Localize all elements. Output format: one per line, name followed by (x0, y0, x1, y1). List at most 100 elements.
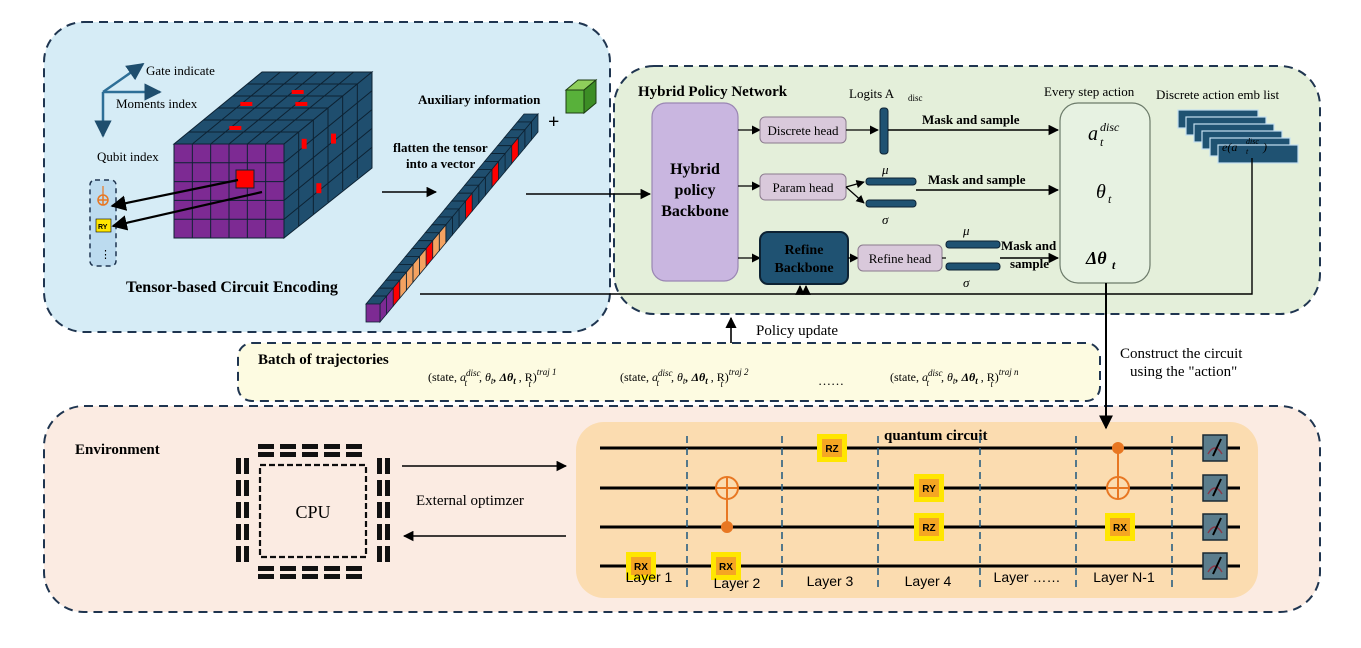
cpu-pin (324, 452, 340, 457)
gate-inner (1110, 518, 1130, 536)
cnot1-control-dot (721, 521, 733, 533)
refine-sigma-bar (945, 262, 1001, 271)
cpu-pin (377, 502, 382, 518)
layer-label: Layer 3 (807, 573, 854, 589)
gate-inner (919, 518, 939, 536)
cpu-pin (346, 452, 362, 457)
emb-card (1217, 144, 1299, 164)
param-sigma-label: σ (882, 212, 889, 227)
refine-head-label: Refine head (869, 251, 932, 266)
flatten-label-line-1: flatten the tensor (393, 140, 488, 155)
cpu-pin (377, 524, 382, 540)
environment-title: Environment (75, 442, 160, 458)
plus-sign: + (548, 111, 559, 133)
action-delta-theta-sub: t (1112, 258, 1116, 272)
refine-backbone-label-1: Refine (785, 243, 824, 258)
gate-label: RX (634, 562, 648, 573)
cpu-pin (258, 574, 274, 579)
emb-list-label: Discrete action emb list (1156, 87, 1279, 102)
cube-to-mini-arrow-1 (110, 178, 239, 211)
policy-update-label: Policy update (756, 323, 838, 339)
cpu-pin (258, 566, 274, 571)
cpu-pin (280, 444, 296, 449)
layer-label: Layer 2 (714, 575, 761, 591)
cpu-pin (280, 574, 296, 579)
param-mu-bar (865, 177, 917, 186)
emb-item-close: ) (1262, 140, 1267, 154)
layer-separators (686, 436, 1173, 590)
refine-backbone (759, 231, 849, 285)
mini-ry-label: RY (98, 224, 108, 231)
refine-sigma-label: σ (963, 275, 970, 290)
auxiliary-cube (564, 78, 598, 115)
cpu-pin (385, 458, 390, 474)
layer-label: Layer …… (994, 569, 1061, 585)
cpu-pin (236, 546, 241, 562)
cpu-pin (346, 444, 362, 449)
cpu-pin (302, 574, 318, 579)
measure-needle (1212, 438, 1222, 457)
batch-panel (237, 342, 1101, 402)
action-delta-theta: Δθ (1085, 248, 1107, 268)
cpu-pin (258, 452, 274, 457)
cpu-pin (324, 444, 340, 449)
action-a-sup: disc (1100, 120, 1120, 134)
quantum-circuit-panel (576, 422, 1258, 598)
action-theta-sub: t (1108, 192, 1112, 206)
gate-inner (631, 557, 651, 575)
measure-arc (1207, 487, 1223, 495)
emb-item-label: e(a (1222, 140, 1237, 154)
construct-label-2: using the "action" (1130, 364, 1237, 380)
cpu-pin (280, 566, 296, 571)
param-head-label: Param head (772, 180, 834, 195)
flattened-vector (365, 112, 539, 324)
cpu-pin (302, 444, 318, 449)
cpu-label: CPU (295, 502, 330, 522)
layer-label: Layer N-1 (1093, 569, 1155, 585)
cube-side-red-cell (331, 133, 336, 144)
every-step-action-label: Every step action (1044, 84, 1135, 99)
cpu-pin (244, 546, 249, 562)
cpu-pin (377, 546, 382, 562)
cube-top-red-cell (229, 126, 242, 130)
emb-item-sup: disc (1246, 137, 1259, 146)
cpu-pin (244, 480, 249, 496)
batch-ellipsis: …… (818, 373, 844, 388)
axis-gate-label: Gate indicate (146, 63, 215, 78)
gate-label: RX (1113, 523, 1127, 534)
to-sigma-arrow (845, 186, 865, 204)
external-optimizer-label: External optimzer (416, 493, 524, 509)
cpu-pin (302, 566, 318, 571)
gate-inner (716, 557, 736, 575)
cpu-pin (236, 458, 241, 474)
cpu-pin (377, 480, 382, 496)
action-theta: θ (1096, 181, 1106, 203)
gate-label: RY (922, 484, 936, 495)
mask-sample-label-3b: sample (1010, 256, 1049, 271)
backbone-label-3: Backbone (661, 203, 729, 220)
construct-label-1: Construct the circuit (1120, 346, 1243, 362)
measure-arc (1207, 565, 1223, 573)
gate-label: RX (719, 562, 733, 573)
param-mu-label: μ (881, 162, 889, 177)
cpu-pin (280, 452, 296, 457)
cpu-pin (377, 458, 382, 474)
vector-cell-front (365, 303, 381, 323)
cpu-pin (244, 458, 249, 474)
cpu-pin (236, 502, 241, 518)
cube-side-red-cell (301, 138, 307, 149)
cube-top-red-cell (295, 102, 308, 106)
gate-inner (822, 439, 842, 457)
gate-label: RZ (922, 523, 935, 534)
policy-title: Hybrid Policy Network (638, 84, 788, 100)
emb-list-stack (1177, 109, 1299, 164)
backbone-label-2: policy (675, 182, 716, 199)
gate-label: RZ (825, 444, 838, 455)
auxiliary-information-label: Auxiliary information (418, 92, 541, 107)
layer-label: Layer 4 (905, 573, 952, 589)
mask-sample-label-3a: Mask and (1001, 238, 1057, 253)
axis-qubit-label: Qubit index (97, 149, 159, 164)
